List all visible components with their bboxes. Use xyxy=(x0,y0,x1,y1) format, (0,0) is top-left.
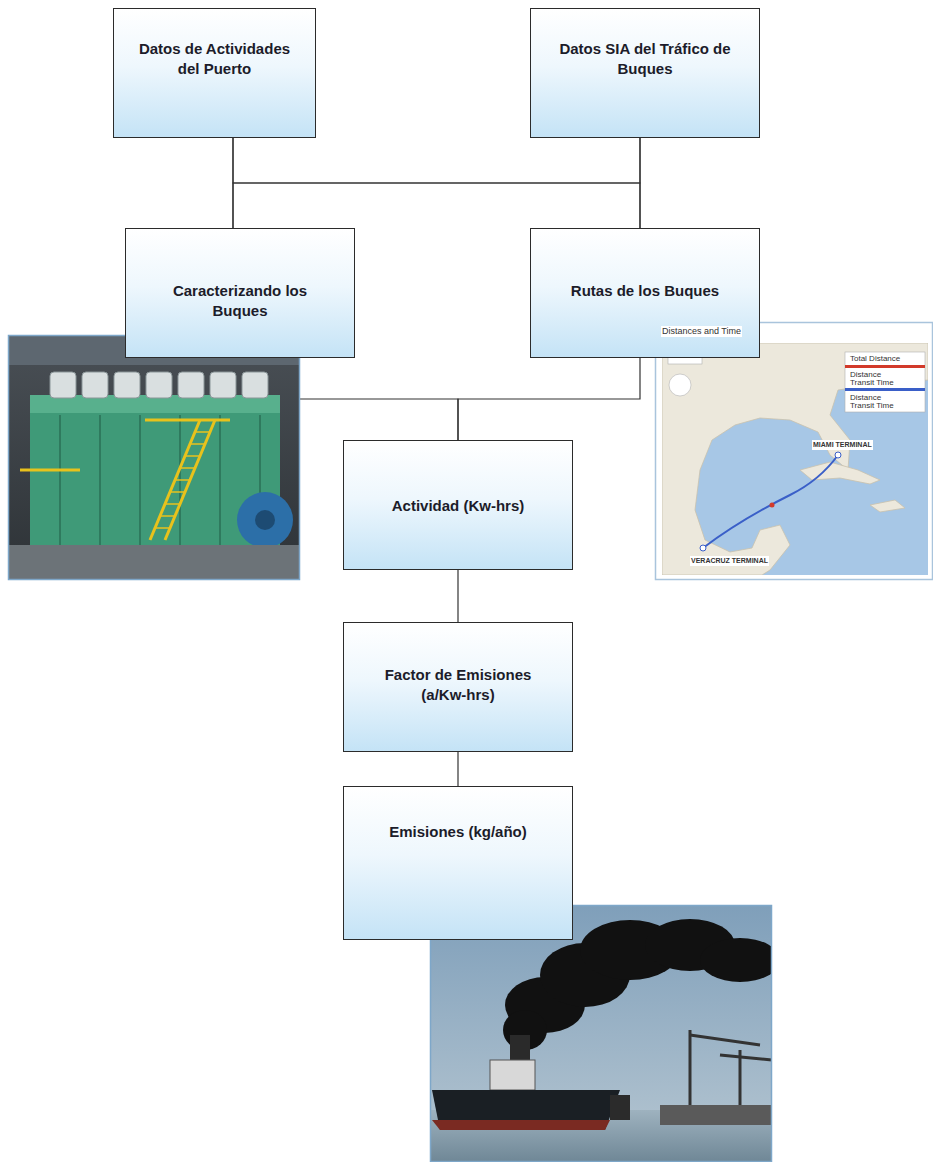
process-box: Factor de Emisiones (a/Kw-hrs) xyxy=(343,622,573,752)
process-box: Datos de Actividades del Puerto xyxy=(113,8,316,138)
engine-photo xyxy=(8,335,300,580)
process-box: Caracterizando los Buques xyxy=(125,228,355,358)
map-label: Total Distance xyxy=(849,354,901,364)
box-text: Rutas de los Buques xyxy=(531,281,759,301)
map-label: Transit Time xyxy=(849,401,895,411)
connector-line xyxy=(233,138,640,228)
box-text: Datos SIA del Tráfico de Buques xyxy=(531,39,759,79)
map-label: Transit Time xyxy=(849,378,895,388)
map-label: MIAMI TERMINAL xyxy=(812,440,873,450)
connector-line xyxy=(233,138,640,228)
ship-photo xyxy=(430,905,772,1162)
map-label: VERACRUZ TERMINAL xyxy=(690,556,769,566)
process-box: Datos SIA del Tráfico de Buques xyxy=(530,8,760,138)
box-text: Caracterizando los Buques xyxy=(126,281,354,321)
connector-line xyxy=(639,138,640,228)
box-text: Emisiones (kg/año) xyxy=(344,822,572,842)
route-map xyxy=(656,323,933,580)
connector-line xyxy=(458,358,640,440)
map-label: Distances and Time xyxy=(661,326,742,337)
connector-line xyxy=(457,752,458,786)
process-box: Actividad (Kw-hrs) xyxy=(343,440,573,570)
box-text: Factor de Emisiones (a/Kw-hrs) xyxy=(344,665,572,705)
box-text: Actividad (Kw-hrs) xyxy=(344,496,572,516)
connector-line xyxy=(457,570,458,622)
process-box: Rutas de los Buques xyxy=(530,228,760,358)
box-text: Datos de Actividades del Puerto xyxy=(114,39,315,79)
process-box: Emisiones (kg/año) xyxy=(343,786,573,940)
